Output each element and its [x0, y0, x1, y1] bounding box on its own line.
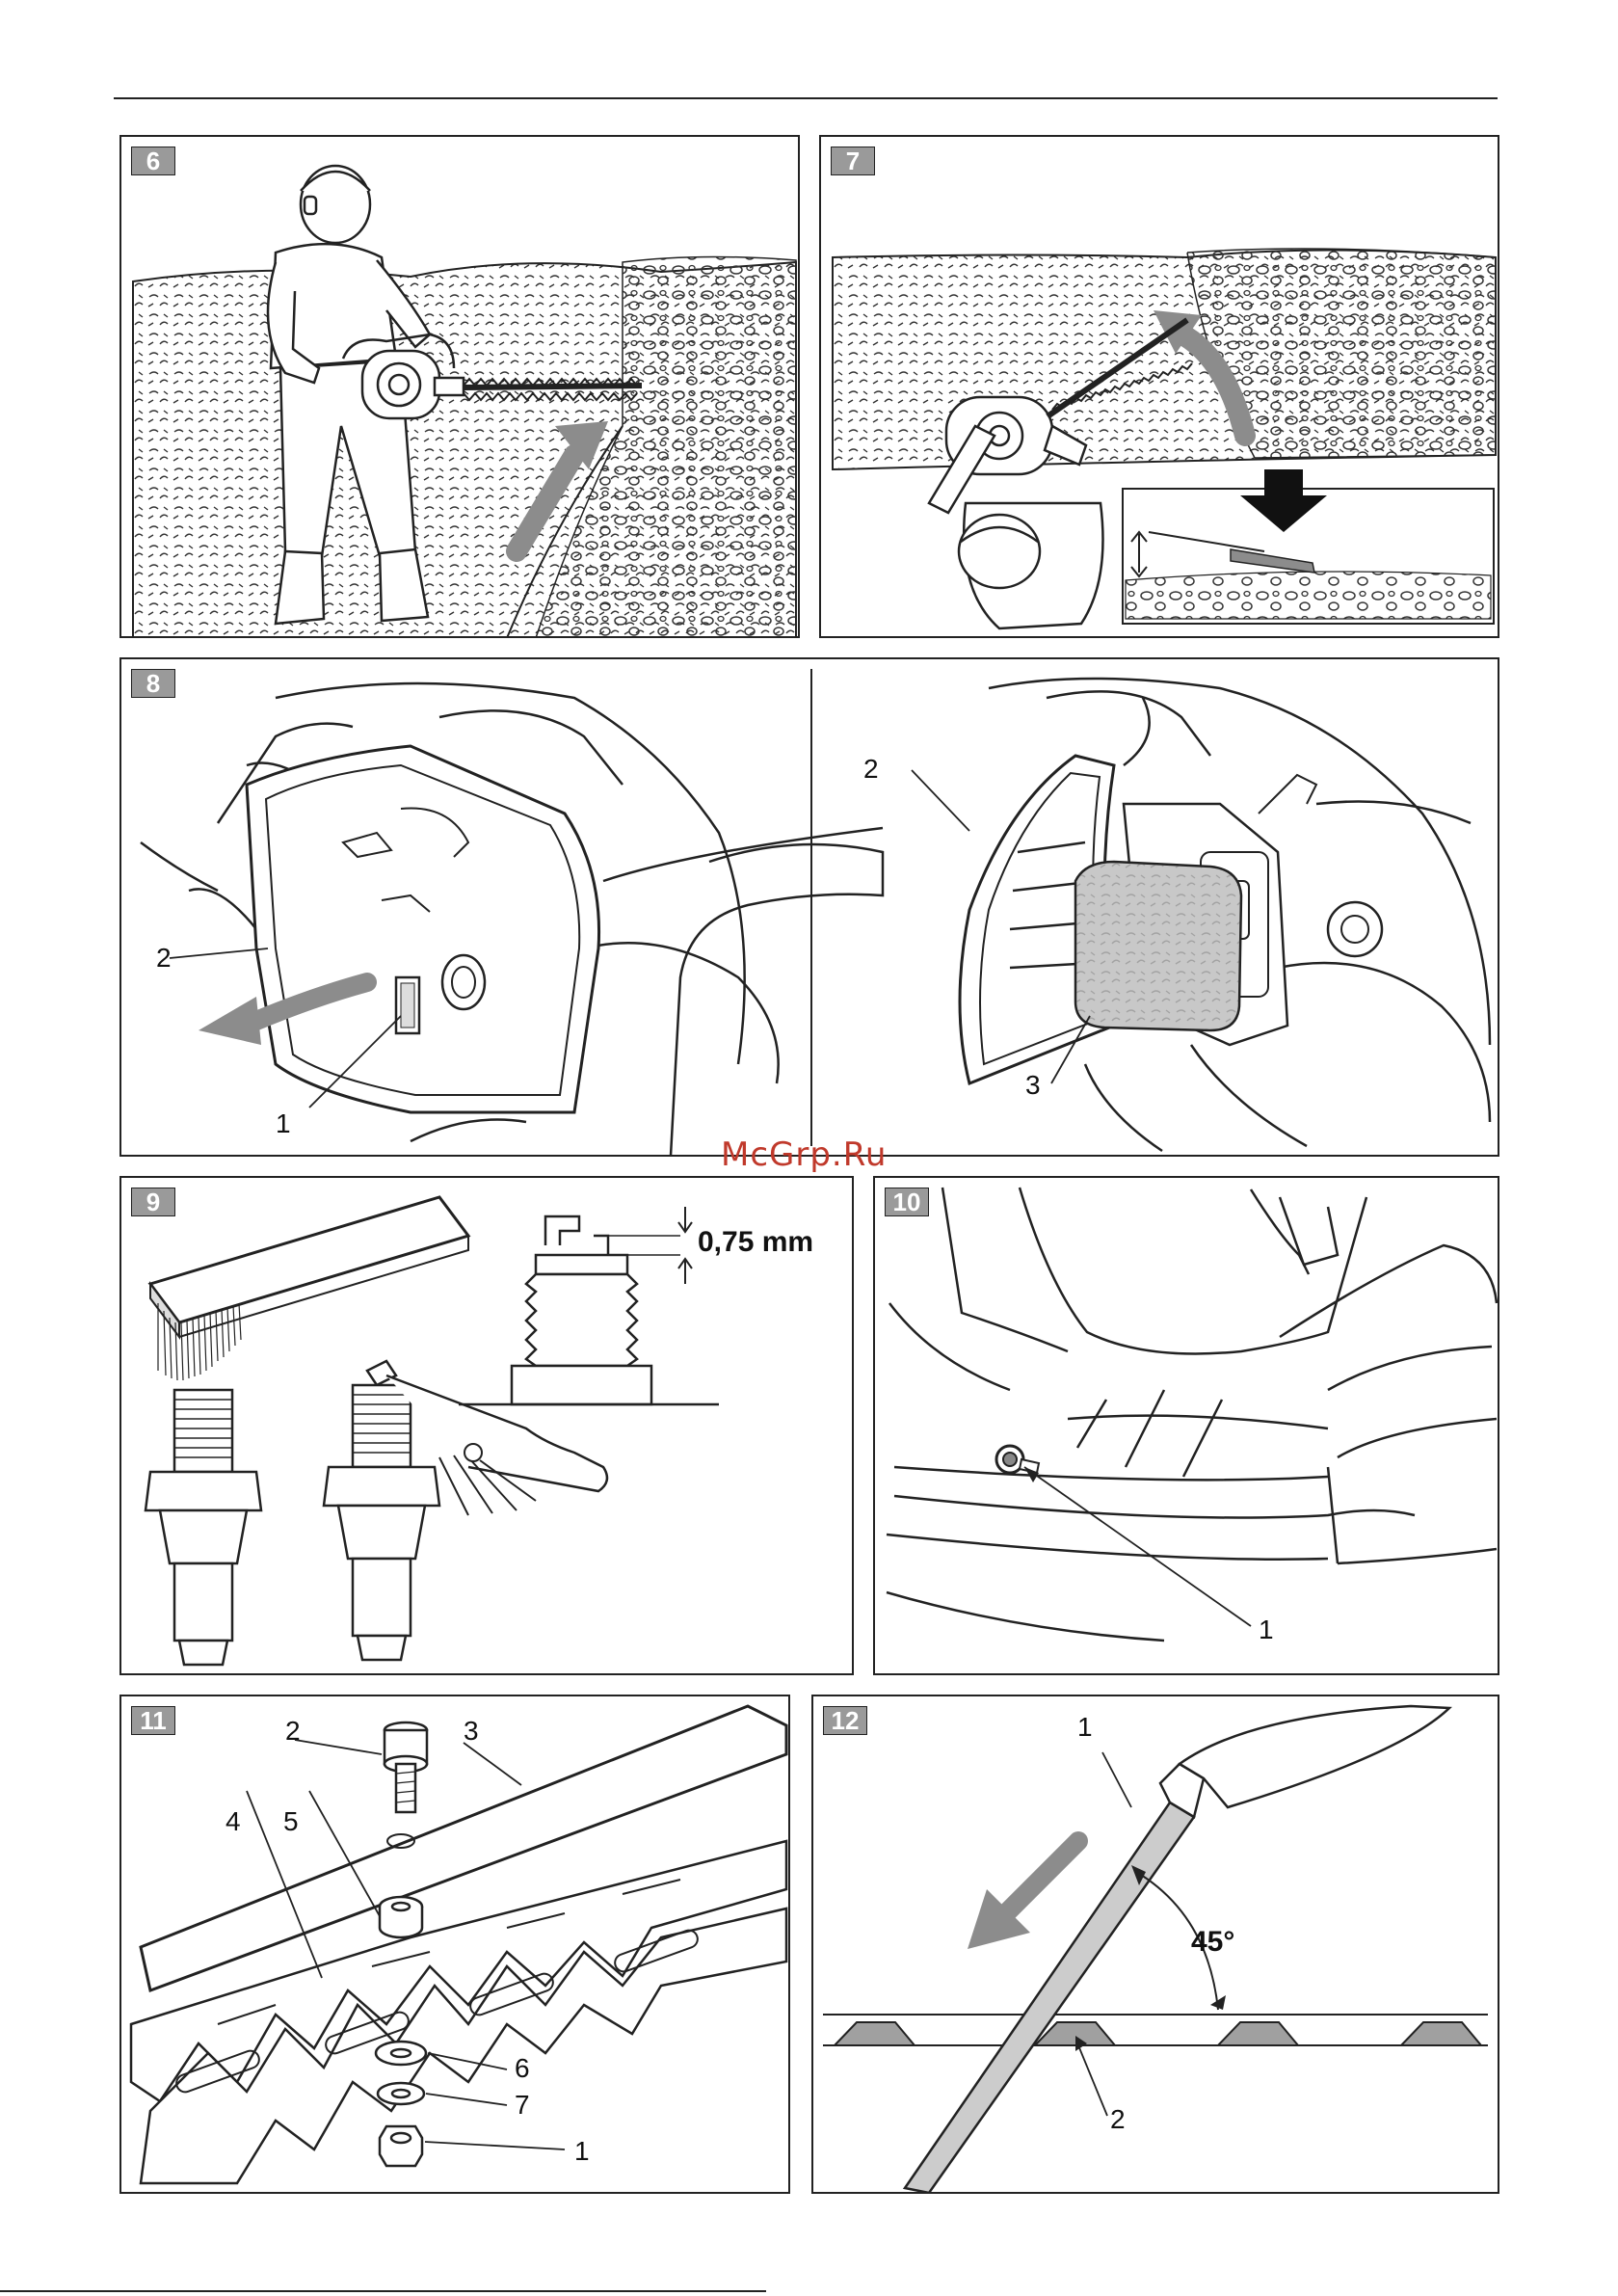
- figure-10-badge: 10: [885, 1188, 929, 1216]
- figure-11-label-3: 3: [464, 1718, 479, 1745]
- figure-6-badge: 6: [131, 147, 175, 175]
- figure-9-panel: 9: [119, 1176, 854, 1675]
- bottom-rule: [0, 2290, 766, 2292]
- figure-12-label-2: 2: [1110, 2106, 1126, 2133]
- figure-12-badge: 12: [823, 1706, 867, 1735]
- figure-6-illustration: [121, 137, 800, 638]
- figure-11-label-5: 5: [283, 1808, 299, 1835]
- top-rule: [114, 97, 1498, 99]
- figure-11-label-6: 6: [515, 2055, 530, 2082]
- figure-8-badge: 8: [131, 669, 175, 698]
- figure-12-label-1: 1: [1077, 1714, 1093, 1741]
- figure-11-illustration: [121, 1696, 790, 2194]
- figure-7-badge: 7: [831, 147, 875, 175]
- figure-9-gap-label: 0,75 mm: [698, 1228, 813, 1257]
- figure-7-illustration: [821, 137, 1499, 638]
- figure-7-panel: 7: [819, 135, 1499, 638]
- figure-8-label-3: 3: [1025, 1072, 1041, 1099]
- figure-12-illustration: [813, 1696, 1499, 2194]
- figure-10-label-1: 1: [1259, 1616, 1274, 1643]
- watermark: McGrp.Ru: [721, 1135, 887, 1174]
- figure-8-panel: 8: [119, 657, 1499, 1157]
- figure-12-panel: 12 1 45° 2: [811, 1695, 1499, 2194]
- figure-6-panel: 6: [119, 135, 800, 638]
- figure-11-label-2: 2: [285, 1718, 301, 1745]
- figure-8-divider: [810, 669, 812, 1146]
- figure-11-badge: 11: [131, 1706, 175, 1735]
- figure-10-illustration: [875, 1178, 1499, 1675]
- figure-8-label-2-right: 2: [863, 756, 879, 783]
- figure-10-panel: 10 1: [873, 1176, 1499, 1675]
- figure-9-badge: 9: [131, 1188, 175, 1216]
- figure-11-label-7: 7: [515, 2092, 530, 2119]
- figure-11-label-4: 4: [225, 1808, 241, 1835]
- figure-8-label-1: 1: [276, 1110, 291, 1137]
- figure-11-label-1: 1: [574, 2138, 590, 2165]
- figure-12-angle-label: 45°: [1191, 1928, 1234, 1957]
- figure-8-label-2-left: 2: [156, 945, 172, 972]
- figure-11-panel: 11: [119, 1695, 790, 2194]
